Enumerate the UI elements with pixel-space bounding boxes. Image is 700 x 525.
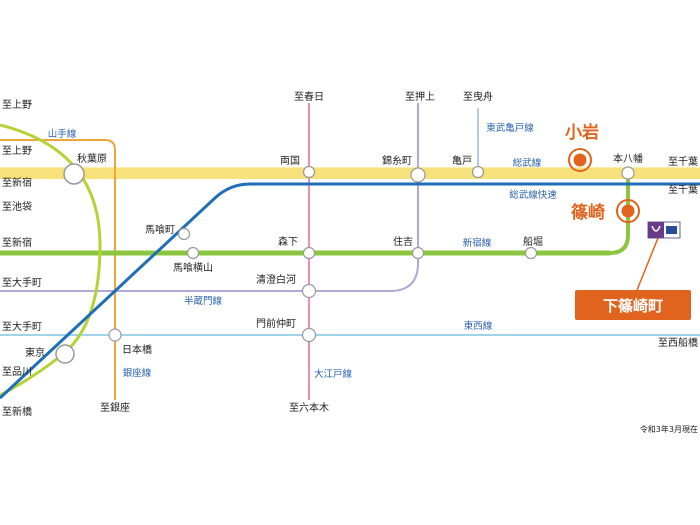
- dir-oshiage: 至押上: [405, 90, 435, 103]
- label-bakurocho: 馬喰町: [145, 223, 175, 236]
- callout-pointer: [636, 237, 659, 291]
- sobu-rapid-line: [0, 182, 700, 400]
- label-akihabara: 秋葉原: [77, 152, 107, 165]
- dir-chiba-1: 至千葉: [668, 155, 698, 168]
- station-koiwa-ring: [568, 148, 592, 172]
- station-koiwa-marker: [573, 153, 587, 167]
- dir-ueno-1: 至上野: [2, 99, 32, 111]
- station-monzen-marker: [301, 327, 317, 343]
- dir-otemachi-2: 至大手町: [2, 320, 42, 333]
- dir-shinagawa: 至品川: [2, 366, 32, 378]
- dir-ginza: 至銀座: [100, 401, 130, 414]
- line-label-sobu: 総武線: [513, 157, 542, 169]
- station-akihabara-marker: [63, 163, 85, 185]
- yamanote-line: [0, 123, 102, 397]
- destination-logo: [647, 221, 681, 239]
- station-morishita-marker: [302, 246, 316, 260]
- line-label-ginza: 銀座線: [123, 367, 152, 379]
- label-bakuroyokoyama: 馬喰横山: [173, 261, 213, 274]
- station-shinozaki-ring: [616, 199, 640, 223]
- label-koiwa: 小岩: [565, 122, 599, 143]
- label-monzen: 門前仲町: [256, 317, 296, 330]
- label-tokyo: 東京: [25, 346, 45, 359]
- hanzomon-line: [0, 103, 419, 292]
- ginza-line: [0, 139, 116, 400]
- label-kameido: 亀戸: [452, 154, 472, 167]
- station-kinshicho-marker: [410, 167, 426, 183]
- dir-shinjuku-1: 至新宿: [2, 176, 32, 189]
- station-kameido-marker: [471, 165, 485, 179]
- line-label-tozai: 東西線: [464, 320, 493, 332]
- station-hommachi-marker: [621, 166, 635, 180]
- dir-chiba-2: 至千葉: [668, 183, 698, 196]
- label-funabori: 船堀: [523, 235, 543, 248]
- label-nihonbashi: 日本橋: [122, 343, 152, 356]
- station-ryogoku-marker: [302, 165, 316, 179]
- line-label-tobu-kameido: 東武亀戸線: [486, 122, 534, 134]
- dir-hikifune: 至曳舟: [463, 90, 493, 103]
- station-kiyosumi-marker: [301, 283, 317, 299]
- label-morishita: 森下: [278, 235, 298, 248]
- sobu-line: [0, 167, 700, 179]
- shinjuku-line-branch: [609, 172, 630, 255]
- station-bakurocho-marker: [177, 227, 191, 241]
- station-sumiyoshi-marker: [411, 246, 425, 260]
- label-kiyosumi: 清澄白河: [256, 273, 296, 286]
- dir-shinjuku-2: 至新宿: [2, 236, 32, 249]
- label-shinozaki: 篠崎: [571, 202, 605, 223]
- dir-roppongi: 至六本木: [289, 401, 329, 414]
- station-funabori-marker: [524, 246, 538, 260]
- dir-ueno-2: 至上野: [2, 145, 32, 157]
- line-label-sobu-rapid: 総武線快速: [509, 189, 557, 201]
- dir-ikebukuro: 至池袋: [2, 200, 32, 213]
- as-of-note: 令和3年3月現在: [640, 424, 698, 434]
- dir-shimbashi: 至新橋: [2, 405, 32, 418]
- station-tokyo-marker: [55, 344, 75, 364]
- destination-callout-label: 下篠崎町: [602, 296, 663, 315]
- dir-otemachi-1: 至大手町: [2, 276, 42, 289]
- line-label-oedo: 大江戸線: [314, 368, 353, 380]
- label-kinshicho: 錦糸町: [382, 154, 412, 167]
- station-bakuroyokoyama-marker: [186, 246, 200, 260]
- label-hommachi: 本八幡: [613, 152, 643, 165]
- label-ryogoku: 両国: [280, 155, 300, 167]
- dir-shunjitsu: 至春日: [294, 91, 324, 103]
- line-label-shinjuku: 新宿線: [463, 237, 492, 249]
- dir-nishifunabashi: 至西船橋: [658, 336, 698, 349]
- station-shinozaki-marker: [621, 204, 635, 218]
- station-nihonbashi-marker: [108, 328, 122, 342]
- line-label-hanzomon: 半蔵門線: [184, 295, 223, 307]
- label-sumiyoshi: 住吉: [393, 235, 413, 248]
- destination-callout: 下篠崎町: [575, 290, 691, 320]
- line-label-yamanote: 山手線: [48, 128, 77, 140]
